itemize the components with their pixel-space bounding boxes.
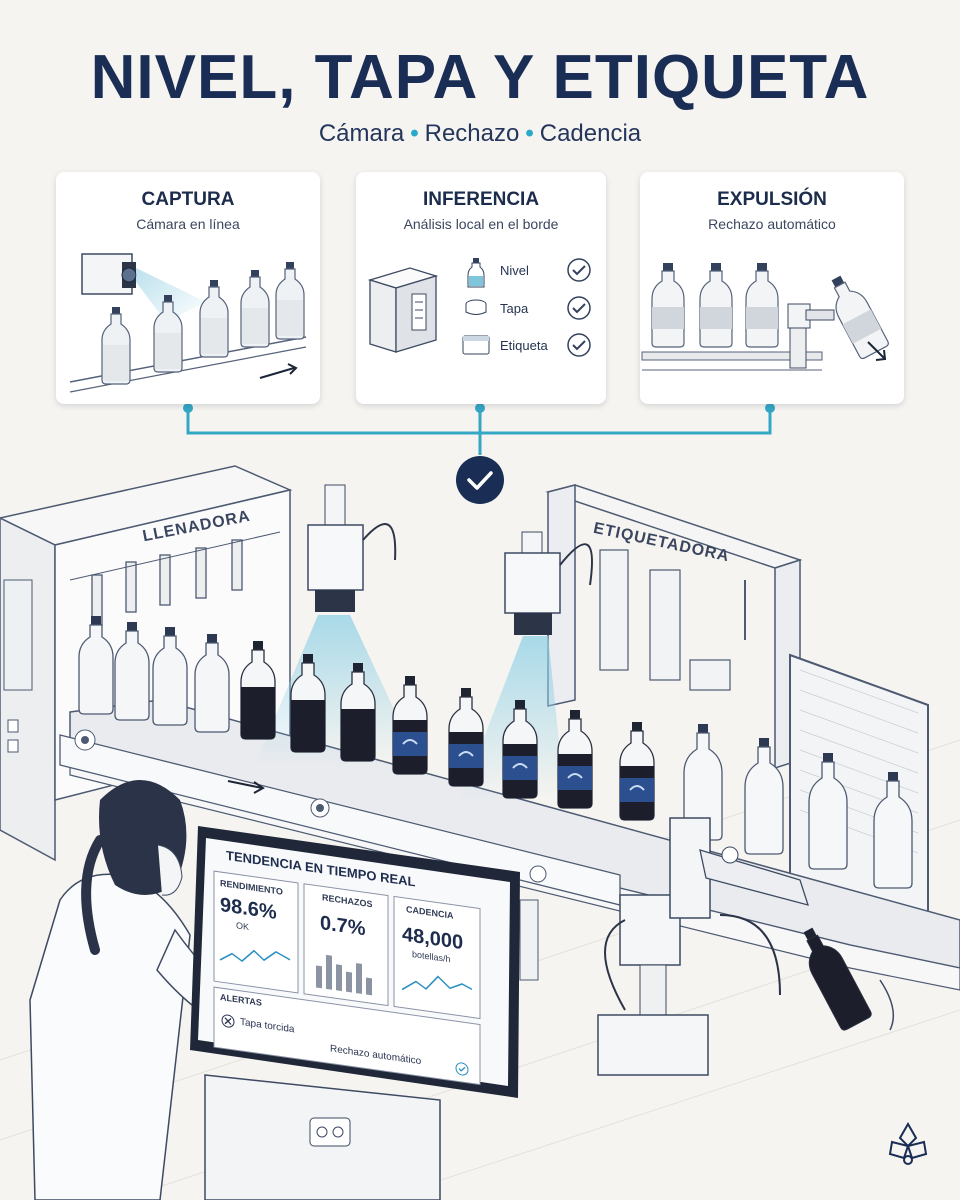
yield-unit: OK xyxy=(236,920,250,933)
bullet-dot-icon: • xyxy=(525,120,534,147)
bottle-level-icon xyxy=(467,258,485,288)
card-capture: CAPTURA Cámara en línea xyxy=(56,172,320,404)
card-capture-subtitle: Cámara en línea xyxy=(136,216,240,232)
check-icon xyxy=(567,258,591,282)
yield-trend-line xyxy=(219,949,291,963)
check-cap-label: Tapa xyxy=(500,301,529,316)
check-level-label: Nivel xyxy=(500,263,529,278)
alert-x-icon xyxy=(221,1014,235,1028)
card-inference: INFERENCIA Análisis local en el borde Ni… xyxy=(356,172,606,404)
rejector-arm xyxy=(597,817,809,1076)
control-cabinet xyxy=(204,1074,441,1200)
pusher-arm-icon xyxy=(787,303,835,369)
subtitle-reject: Rechazo xyxy=(424,120,520,147)
approved-check-icon xyxy=(456,456,504,504)
dashboard-panels xyxy=(213,870,481,1086)
flow-connector xyxy=(183,403,775,504)
card-ejection-title: EXPULSIÓN xyxy=(717,189,827,210)
alert-check-icon xyxy=(455,1062,469,1076)
inspection-camera-2 xyxy=(460,531,593,800)
label-icon xyxy=(462,335,490,355)
page-subtitle: Cámara•Rechazo•Cadencia xyxy=(0,120,960,148)
inference-illustration xyxy=(367,258,591,357)
cadence-trend-line xyxy=(401,975,473,991)
subtitle-camera: Cámara xyxy=(318,120,405,147)
page-title: NIVEL, TAPA Y ETIQUETA xyxy=(90,43,870,112)
rejected-bottle xyxy=(803,927,872,1031)
monitor-dashboard: TENDENCIA EN TIEMPO REAL RENDIMIENTO xyxy=(206,840,508,1112)
subtitle-cadence: Cadencia xyxy=(539,120,642,147)
labeler-machine xyxy=(545,484,803,770)
card-inference-title: INFERENCIA xyxy=(422,189,540,210)
rejects-bars xyxy=(316,954,372,996)
check-icon xyxy=(567,296,591,320)
card-capture-title: CAPTURA xyxy=(141,189,235,210)
check-icon xyxy=(567,333,591,357)
bullet-dot-icon: • xyxy=(410,120,419,147)
cap-icon xyxy=(465,299,487,315)
ejection-illustration xyxy=(641,262,891,371)
card-ejection: EXPULSIÓN Rechazo automático xyxy=(640,172,904,404)
conveyor-belt xyxy=(59,699,960,991)
capture-illustration xyxy=(69,253,307,393)
brand-logo-icon xyxy=(888,1121,928,1165)
check-label-label: Etiqueta xyxy=(500,338,548,353)
edge-device-icon xyxy=(367,267,439,353)
card-inference-subtitle: Análisis local en el borde xyxy=(403,216,559,232)
card-ejection-subtitle: Rechazo automático xyxy=(708,216,836,232)
